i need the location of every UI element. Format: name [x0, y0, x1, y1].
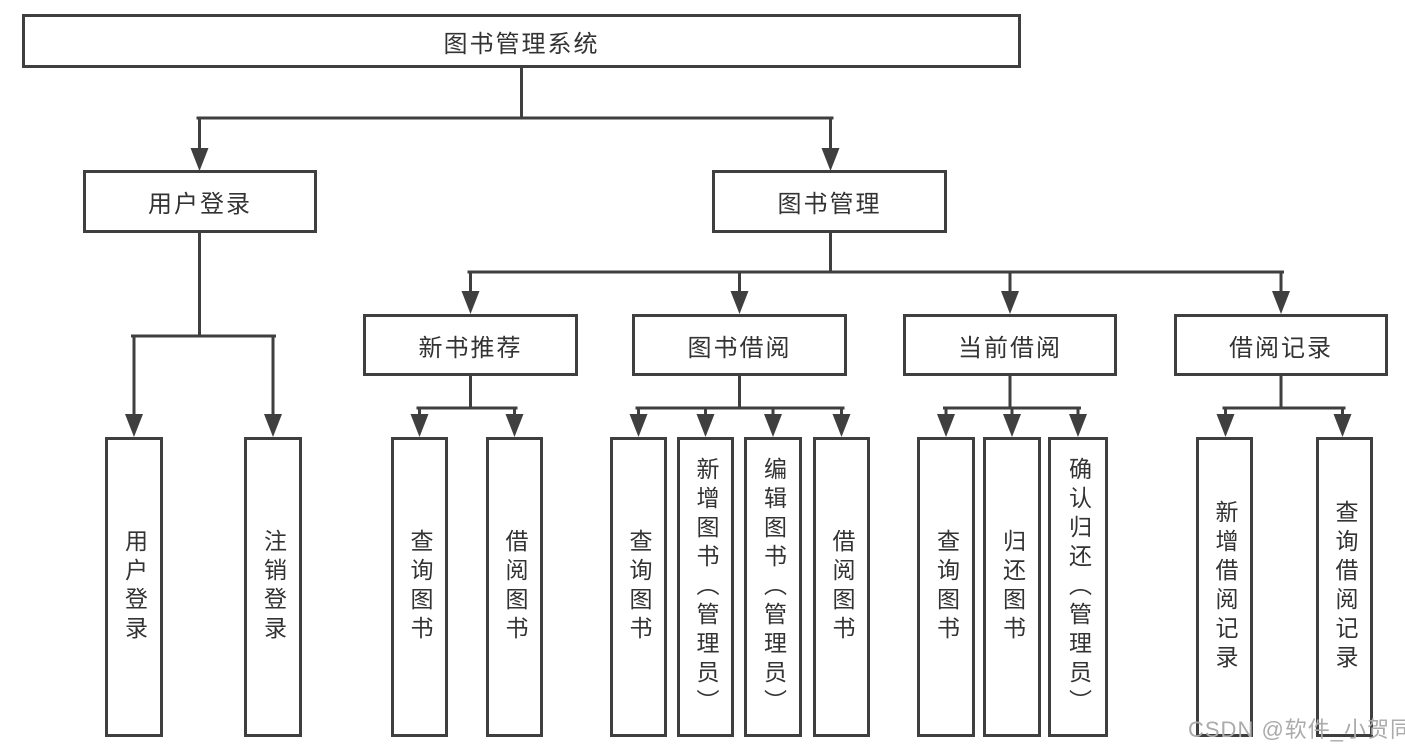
leaf-query-books-borrow-label: 查询图书 — [626, 529, 652, 645]
leaf-confirm-return-admin: 确认归还（管理员） — [1048, 437, 1108, 737]
leaf-borrow-books-recommend: 借阅图书 — [486, 437, 543, 737]
leaf-query-books-borrow: 查询图书 — [610, 437, 667, 737]
leaf-query-borrow-record-label: 查询借阅记录 — [1332, 500, 1358, 674]
leaf-confirm-return-admin-label: 确认归还（管理员） — [1065, 456, 1092, 718]
node-new-book-recommendation: 新书推荐 — [363, 314, 578, 376]
leaf-query-books-recommend: 查询图书 — [391, 437, 448, 737]
leaf-borrow-books-recommend-label: 借阅图书 — [502, 529, 528, 645]
leaf-edit-books-admin: 编辑图书（管理员） — [744, 437, 802, 737]
leaf-borrow-books: 借阅图书 — [813, 437, 870, 737]
node-user-login: 用户登录 — [83, 170, 317, 233]
leaf-query-books-recommend-label: 查询图书 — [407, 529, 433, 645]
leaf-query-books-current: 查询图书 — [917, 437, 975, 737]
leaf-edit-books-admin-label: 编辑图书（管理员） — [760, 456, 787, 718]
leaf-borrow-books-label: 借阅图书 — [829, 529, 855, 645]
leaf-user-login-label: 用户登录 — [121, 529, 148, 645]
leaf-logout: 注销登录 — [244, 437, 302, 737]
node-library-management-system: 图书管理系统 — [22, 14, 1021, 68]
leaf-return-books: 归还图书 — [983, 437, 1041, 737]
leaf-add-books-admin-label: 新增图书（管理员） — [693, 456, 719, 718]
leaf-return-books-label: 归还图书 — [999, 529, 1026, 645]
leaf-query-borrow-record: 查询借阅记录 — [1316, 437, 1373, 737]
leaf-add-borrow-record: 新增借阅记录 — [1196, 437, 1253, 737]
leaf-user-login: 用户登录 — [105, 437, 163, 737]
node-book-management: 图书管理 — [712, 170, 947, 233]
watermark: CSDN @软件_小贺同学 — [1188, 717, 1405, 742]
node-borrowing-records: 借阅记录 — [1174, 314, 1388, 376]
leaf-add-borrow-record-label: 新增借阅记录 — [1212, 500, 1238, 674]
node-book-borrowing: 图书借阅 — [632, 314, 847, 376]
leaf-query-books-current-label: 查询图书 — [933, 529, 960, 645]
leaf-add-books-admin: 新增图书（管理员） — [677, 437, 734, 737]
node-current-borrowing: 当前借阅 — [903, 314, 1117, 376]
leaf-logout-label: 注销登录 — [260, 529, 287, 645]
